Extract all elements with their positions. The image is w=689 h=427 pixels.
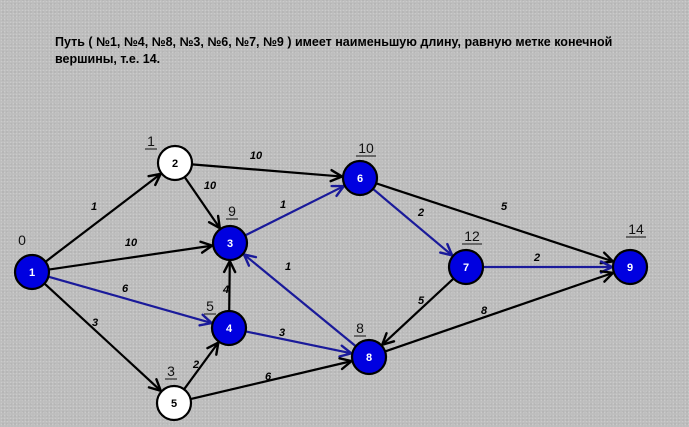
node-circle (210, 309, 248, 347)
node-5: 53 (155, 363, 193, 422)
node-circle (447, 248, 485, 286)
node-number-label: 1 (29, 267, 35, 279)
edge-weight-label: 5 (501, 201, 508, 213)
node-distance-mark: 0 (18, 232, 26, 248)
node-distance-mark: 5 (206, 298, 214, 314)
edge-weight-label: 10 (125, 237, 138, 249)
edge-weight-label: 8 (481, 305, 488, 317)
edge-line (47, 244, 214, 271)
edge-line (375, 182, 615, 263)
edge-line (228, 259, 231, 313)
edge-line (244, 330, 353, 355)
node-circle (350, 338, 388, 376)
edge-line (44, 172, 162, 263)
edge-6-7 (371, 187, 455, 258)
node-number-label: 7 (463, 262, 469, 274)
edge-weight-label: 6 (122, 283, 129, 295)
node-distance-mark: 10 (358, 140, 374, 156)
node-1: 10 (13, 232, 51, 291)
edge-2-6 (190, 163, 345, 183)
edge-line (47, 275, 213, 325)
edge-3-6 (244, 184, 347, 237)
edge-line (182, 341, 220, 391)
node-distance-mark: 14 (628, 221, 644, 237)
edge-8-3 (241, 252, 357, 348)
edge-7-9 (481, 260, 615, 274)
edge-1-2 (44, 172, 163, 263)
node-distance-mark: 8 (356, 320, 364, 336)
edge-weight-label: 2 (417, 207, 424, 219)
node-distance-mark: 9 (228, 203, 236, 219)
edge-weight-label: 1 (91, 201, 97, 213)
edge-line (190, 163, 344, 178)
node-4: 45 (204, 298, 248, 347)
node-6: 6 10 (341, 140, 379, 197)
node-circle (13, 253, 51, 291)
node-distance-mark: 1 (147, 133, 155, 149)
node-number-label: 8 (366, 352, 372, 364)
node-circle (156, 144, 194, 182)
edge-1-4 (47, 275, 215, 327)
edge-weight-label: 10 (250, 150, 263, 162)
edge-7-8 (380, 277, 455, 347)
node-number-label: 9 (627, 262, 633, 274)
node-2: 21 (145, 133, 194, 182)
edge-weight-label: 2 (533, 252, 540, 264)
edge-4-8 (244, 330, 355, 358)
node-8: 88 (350, 320, 388, 376)
edge-line (189, 360, 353, 401)
edge-weight-label: 2 (192, 359, 199, 371)
edge-weight-label: 10 (204, 180, 217, 192)
node-number-label: 6 (357, 173, 363, 185)
edge-1-5 (43, 282, 163, 393)
node-distance-mark: 12 (464, 228, 480, 244)
edge-weight-label: 6 (265, 371, 272, 383)
edge-weight-label: 1 (280, 199, 286, 211)
caption-text: Путь ( №1, №4, №8, №3, №6, №7, №9 ) имее… (55, 35, 613, 66)
node-7: 7 12 (447, 228, 485, 286)
edge-weight-label: 1 (285, 261, 291, 273)
edge-weight-label: 3 (279, 327, 285, 339)
node-distance-mark: 3 (167, 363, 175, 379)
node-number-label: 4 (226, 323, 233, 335)
node-9: 9 14 (611, 221, 649, 286)
node-circle (611, 248, 649, 286)
edge-line (244, 184, 346, 237)
node-number-label: 3 (227, 238, 233, 250)
edge-line (183, 175, 221, 230)
edge-line (381, 277, 455, 346)
edges-layer (43, 163, 616, 401)
edge-line (43, 282, 162, 392)
node-circle (211, 224, 249, 262)
node-3: 39 (211, 203, 249, 262)
edge-line (242, 253, 357, 348)
edge-line (383, 271, 615, 353)
edge-line (371, 187, 454, 257)
node-number-label: 2 (172, 158, 178, 170)
edge-5-4 (182, 340, 220, 391)
edge-weight-label: 3 (92, 317, 98, 329)
node-circle (341, 159, 379, 197)
edge-weight-label: 5 (418, 295, 425, 307)
node-number-label: 5 (171, 398, 177, 410)
edge-weight-label: 4 (222, 284, 229, 296)
node-circle (155, 384, 193, 422)
edge-6-9 (375, 182, 616, 265)
